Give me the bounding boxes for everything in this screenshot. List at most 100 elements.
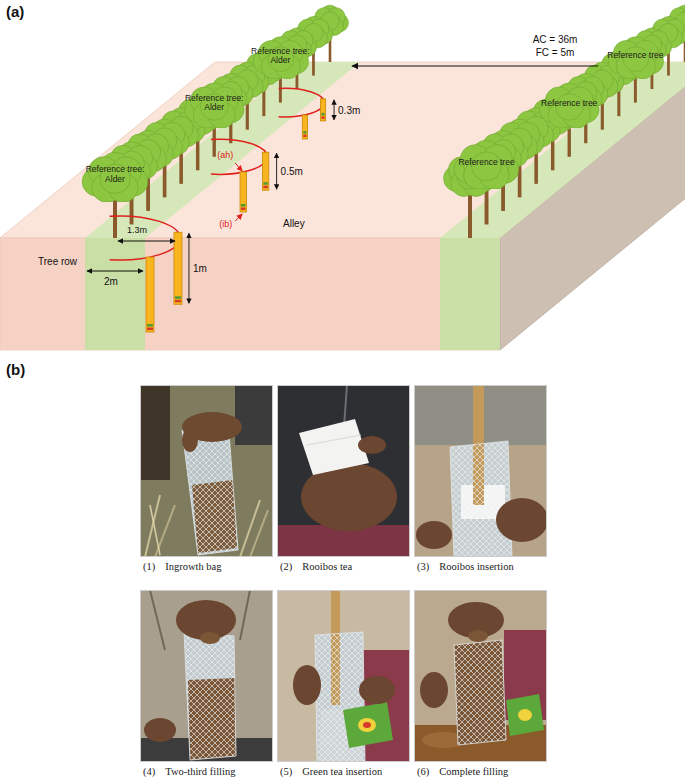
photo-border	[415, 591, 547, 762]
photo-detail	[450, 441, 512, 557]
ingrowth-bag	[320, 99, 325, 121]
pointer-arrow	[235, 214, 242, 221]
sampling-arc	[279, 88, 325, 117]
tree-row-strip	[440, 62, 685, 238]
photo-detail	[144, 718, 176, 742]
ingrowth-bag	[302, 115, 307, 139]
tree-text-box: Reference tree: Alder	[75, 148, 155, 202]
tree-label: Reference tree	[607, 51, 663, 60]
photo-detail	[414, 590, 547, 762]
photo-detail	[307, 435, 361, 445]
position-tag: (ah)	[217, 151, 233, 161]
photo-image	[277, 590, 410, 762]
photo-panel: (6) Complete filling	[414, 590, 547, 780]
reference-tree: Reference tree: Alder	[75, 148, 155, 202]
photo-border	[278, 386, 410, 557]
photo-panel: (2) Rooibos tea	[277, 385, 410, 575]
reference-tree: Reference tree: Alder	[247, 33, 315, 79]
tree-label: Reference tree: Alder	[77, 165, 153, 184]
sampling-arc	[211, 139, 267, 174]
photo-border	[415, 386, 547, 557]
ingrowth-bag	[262, 152, 268, 190]
photo-caption-row: (6) Complete filling	[417, 763, 508, 780]
photo-detail	[518, 709, 532, 721]
tree-row-front	[85, 238, 145, 350]
photo-detail	[414, 385, 547, 557]
photo-caption: Complete filling	[439, 766, 508, 777]
reference-tree: Reference tree	[447, 136, 526, 189]
panel-letter: (b)	[6, 362, 25, 379]
photo-caption: Rooibos insertion	[439, 561, 513, 572]
part-label: Tree row	[38, 256, 77, 267]
photo-detail	[454, 640, 506, 745]
photo-caption-row: (5) Green tea insertion	[280, 763, 382, 780]
photo-caption: Green tea insertion	[302, 766, 382, 777]
photo-detail	[140, 385, 273, 557]
step-number: (3)	[417, 561, 429, 572]
photo-caption-row: (2) Rooibos tea	[280, 558, 352, 575]
photo-detail	[454, 640, 506, 745]
step-number: (5)	[280, 766, 292, 777]
photo-detail	[506, 694, 544, 736]
photo-border	[141, 386, 273, 557]
photo-image	[140, 385, 273, 557]
photo-detail	[420, 672, 448, 708]
panel-letter: (a)	[6, 4, 24, 21]
photo-detail	[240, 590, 250, 640]
step-number: (6)	[417, 766, 429, 777]
photo-panel: (3) Rooibos insertion	[414, 385, 547, 575]
photo-detail	[277, 590, 410, 762]
photo-detail	[250, 510, 268, 557]
depth-arrow	[276, 153, 277, 189]
tree-text-box: Reference tree: Alder	[178, 79, 251, 128]
photo-caption-row: (1)Ingrowth bag	[143, 558, 222, 575]
photo-detail	[468, 630, 488, 642]
photo-detail	[358, 436, 386, 454]
tree-label: Reference tree	[541, 99, 597, 108]
photo-detail	[184, 632, 236, 760]
photo-detail	[150, 590, 165, 650]
step-number: (4)	[143, 766, 155, 777]
radius-label: 1.3m	[127, 226, 147, 236]
width-arrow	[87, 271, 143, 272]
photo-caption: Two-third filling	[165, 766, 235, 777]
photo-detail	[140, 385, 170, 480]
radius-arrow	[118, 241, 175, 242]
photo-detail	[182, 428, 198, 452]
photo-border	[141, 591, 273, 762]
depth-arrow	[334, 100, 335, 120]
photo-image	[140, 590, 273, 762]
ingrowth-bag	[174, 232, 182, 304]
photo-detail	[200, 632, 220, 644]
reference-tree: Reference tree	[533, 79, 606, 128]
ingrowth-bags	[110, 88, 334, 332]
photo-detail	[358, 718, 376, 732]
photo-panel: (5) Green tea insertion	[277, 590, 410, 780]
photo-image	[277, 385, 410, 557]
photo-caption: Rooibos tea	[302, 561, 352, 572]
photo-image	[414, 590, 547, 762]
photo-detail	[235, 385, 273, 445]
photo-detail	[359, 676, 395, 704]
distance-label: AC = 36m	[510, 34, 600, 45]
tree-row-front	[440, 238, 500, 350]
photo-detail	[363, 722, 371, 728]
photo-detail	[450, 441, 512, 557]
distance-label: FC = 5m	[510, 47, 600, 58]
depth-label: 0.5m	[281, 166, 303, 177]
photo-detail	[240, 500, 260, 557]
tree-text-box: Reference tree: Alder	[247, 33, 315, 79]
photo-detail	[155, 505, 175, 557]
photo-detail	[150, 505, 160, 555]
pointer-arrow	[235, 163, 242, 171]
photo-detail	[416, 521, 452, 549]
tree-text-box: Reference tree	[447, 136, 526, 189]
part-label: Alley	[283, 218, 305, 229]
photo-panel: (4) Two-third filling	[140, 590, 273, 780]
tree-label: Reference tree: Alder	[249, 47, 313, 66]
reference-tree: Reference tree: Alder	[178, 79, 251, 128]
tree-label: Reference tree	[458, 158, 514, 167]
width-label: 2m	[104, 276, 118, 287]
step-number: (2)	[280, 561, 292, 572]
